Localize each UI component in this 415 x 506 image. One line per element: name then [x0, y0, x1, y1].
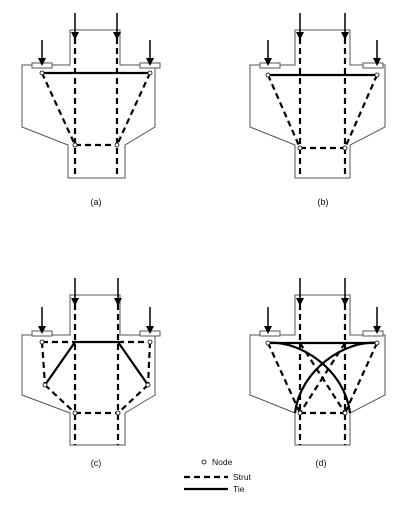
- legend: Node Strut Tie: [184, 457, 252, 494]
- bearing-plate-left: [31, 62, 53, 69]
- struts: [40, 304, 152, 445]
- legend-node-symbol: [201, 459, 207, 465]
- struts: [266, 38, 379, 178]
- bearing-plate-left: [259, 330, 281, 337]
- panel-c: (c): [21, 278, 161, 468]
- bearing-plate-left: [31, 330, 53, 337]
- struts: [41, 38, 151, 178]
- bearing-plate-left: [259, 62, 281, 69]
- panel-label: (b): [318, 197, 329, 207]
- panel-d: (d): [249, 278, 386, 468]
- bearing-plate-right: [139, 62, 161, 69]
- pile-cap-outline: [249, 29, 386, 179]
- nodes: [39, 70, 153, 148]
- ties: [44, 340, 149, 386]
- pile-cap-outline: [21, 294, 156, 446]
- pile-cap-outline: [249, 294, 386, 446]
- nodes: [39, 339, 153, 416]
- ties: [267, 341, 378, 414]
- panel-label: (a): [91, 197, 102, 207]
- struts: [266, 304, 379, 445]
- bearing-plate-right: [362, 62, 384, 69]
- panel-a: (a): [21, 13, 161, 207]
- bearing-plate-right: [362, 330, 384, 337]
- legend-tie-label: Tie: [233, 484, 245, 494]
- nodes: [265, 72, 380, 151]
- panel-label: (c): [91, 458, 102, 468]
- nodes: [265, 340, 380, 416]
- bearing-plate-right: [139, 330, 161, 337]
- panel-b: (b): [249, 13, 386, 207]
- panel-label: (d): [316, 458, 327, 468]
- pile-cap-outline: [21, 29, 156, 179]
- legend-node-label: Node: [212, 457, 233, 467]
- legend-strut-label: Strut: [233, 472, 252, 482]
